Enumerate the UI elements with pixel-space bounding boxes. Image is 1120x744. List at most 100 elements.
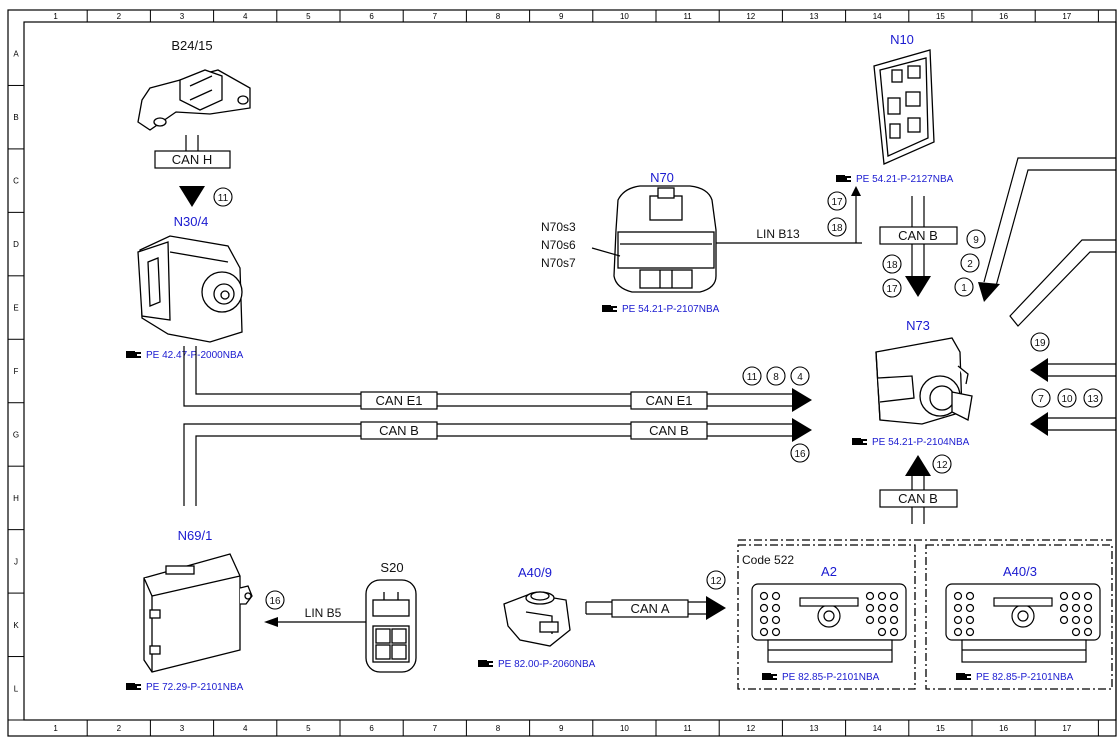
can-a-label: CAN A — [630, 601, 669, 616]
frame-inner — [23, 21, 1117, 721]
grid-column-label: 1 — [53, 12, 58, 21]
svg-text:18: 18 — [886, 260, 898, 271]
svg-text:12: 12 — [710, 576, 722, 587]
grid-column-label: 17 — [1062, 12, 1071, 21]
grid-column-label: 4 — [243, 12, 248, 21]
a40-3-label: A40/3 — [1003, 564, 1037, 579]
n69-1-label: N69/1 — [178, 528, 213, 543]
can-b-box-left — [360, 421, 438, 440]
right-diagonal-line-1 — [983, 157, 1116, 287]
grid-column-label: 3 — [180, 724, 185, 733]
grid-row-label: K — [13, 621, 19, 630]
n70-switch-1: N70s3 — [541, 220, 576, 234]
a40-9-controller-icon — [503, 591, 571, 647]
a40-3-display-unit-icon — [945, 583, 1101, 663]
n30-4-module-icon — [137, 235, 243, 343]
n69-1-ref: PE 72.29-P-2101NBA — [126, 682, 244, 693]
can-b-arrow — [792, 418, 812, 442]
can-h-label: CAN H — [172, 152, 212, 167]
grid-column-label: 9 — [559, 12, 564, 21]
n30-4-label: N30/4 — [174, 214, 209, 229]
can-b-vertical-arrow — [905, 276, 931, 297]
b24-15-sensor-icon — [137, 69, 251, 131]
badge-10: 10 — [1057, 388, 1077, 408]
grid-column-label: 3 — [180, 12, 185, 21]
n70-ref: PE 54.21-P-2107NBA — [602, 304, 720, 315]
can-b-bus-line — [183, 423, 794, 506]
a40-3-ref: PE 82.85-P-2101NBA — [956, 672, 1074, 683]
svg-text:4: 4 — [797, 372, 803, 383]
n70-switch-leader — [591, 247, 621, 257]
grid-column-label: 6 — [369, 12, 374, 21]
n70-overhead-panel-icon — [613, 185, 717, 293]
a2-radio-unit-icon — [751, 583, 907, 663]
svg-text:16: 16 — [269, 596, 281, 607]
grid-row-label: F — [14, 367, 19, 376]
badge-11-top: 11 — [213, 187, 233, 207]
svg-text:PE 54.21-P-2107NBA: PE 54.21-P-2107NBA — [622, 304, 720, 315]
svg-text:PE 82.85-P-2101NBA: PE 82.85-P-2101NBA — [782, 672, 880, 683]
a40-9-ref: PE 82.00-P-2060NBA — [478, 659, 596, 670]
badge-12-n73: 12 — [932, 454, 952, 474]
can-b-vertical-box — [879, 226, 958, 245]
grid-column-label: 11 — [683, 12, 692, 21]
grid-column-label: 12 — [746, 12, 755, 21]
can-b-n73-box — [879, 489, 958, 508]
svg-text:PE 54.21-P-2104NBA: PE 54.21-P-2104NBA — [872, 437, 970, 448]
n70-label: N70 — [650, 170, 674, 185]
svg-text:PE 54.21-P-2127NBA: PE 54.21-P-2127NBA — [856, 174, 954, 185]
lin-b13-up-arrow — [851, 186, 861, 196]
grid-column-label: 16 — [999, 12, 1008, 21]
n10-module-icon — [873, 49, 935, 165]
svg-text:11: 11 — [218, 193, 229, 204]
svg-text:9: 9 — [973, 235, 979, 246]
svg-text:8: 8 — [773, 372, 779, 383]
s20-switch-icon — [365, 579, 417, 673]
can-e1-label-left: CAN E1 — [376, 393, 423, 408]
badge-8-e1: 8 — [766, 366, 786, 386]
can-b-label-left: CAN B — [379, 423, 419, 438]
grid-row-label: H — [13, 494, 19, 503]
grid-column-label: 10 — [620, 12, 629, 21]
badge-18-lin: 18 — [827, 217, 847, 237]
a40-3-group — [925, 544, 1113, 690]
badge-4-e1: 4 — [790, 366, 810, 386]
grid-row-label: L — [14, 684, 19, 693]
badge-18-canb: 18 — [882, 254, 902, 274]
svg-text:PE 82.85-P-2101NBA: PE 82.85-P-2101NBA — [976, 672, 1074, 683]
right-bus-arrow-lower — [1030, 412, 1048, 436]
grid-row-label: C — [13, 177, 19, 186]
svg-text:17: 17 — [831, 197, 843, 208]
can-b-n73-arrow — [905, 455, 931, 476]
badge-12-cana: 12 — [706, 570, 726, 590]
badge-13: 13 — [1083, 388, 1103, 408]
grid-column-label: 2 — [117, 12, 122, 21]
svg-text:1: 1 — [961, 283, 967, 294]
n70-switch-3: N70s7 — [541, 256, 576, 270]
can-h-box — [154, 150, 231, 169]
svg-text:10: 10 — [1061, 394, 1073, 405]
badge-17-canb: 17 — [882, 278, 902, 298]
lin-b13-label: LIN B13 — [756, 227, 800, 241]
grid-column-label: 13 — [810, 724, 819, 733]
grid-column-label: 13 — [810, 12, 819, 21]
lin-b5-arrow — [264, 617, 278, 627]
can-b-box-right — [630, 421, 708, 440]
svg-text:PE 72.29-P-2101NBA: PE 72.29-P-2101NBA — [146, 682, 244, 693]
svg-text:16: 16 — [794, 449, 806, 460]
badge-9: 9 — [966, 229, 986, 249]
svg-text:7: 7 — [1038, 394, 1044, 405]
grid-row-label: G — [13, 430, 19, 439]
n73-ref: PE 54.21-P-2104NBA — [852, 437, 970, 448]
right-diagonal-arrow-1 — [978, 282, 1000, 302]
b24-15-label: B24/15 — [171, 38, 212, 53]
grid-row-label: E — [13, 304, 18, 313]
grid-column-label: 5 — [306, 724, 311, 733]
grid-row-label: A — [13, 50, 19, 59]
badge-19: 19 — [1030, 332, 1050, 352]
badge-7: 7 — [1031, 388, 1051, 408]
can-e1-box-left — [360, 391, 438, 410]
